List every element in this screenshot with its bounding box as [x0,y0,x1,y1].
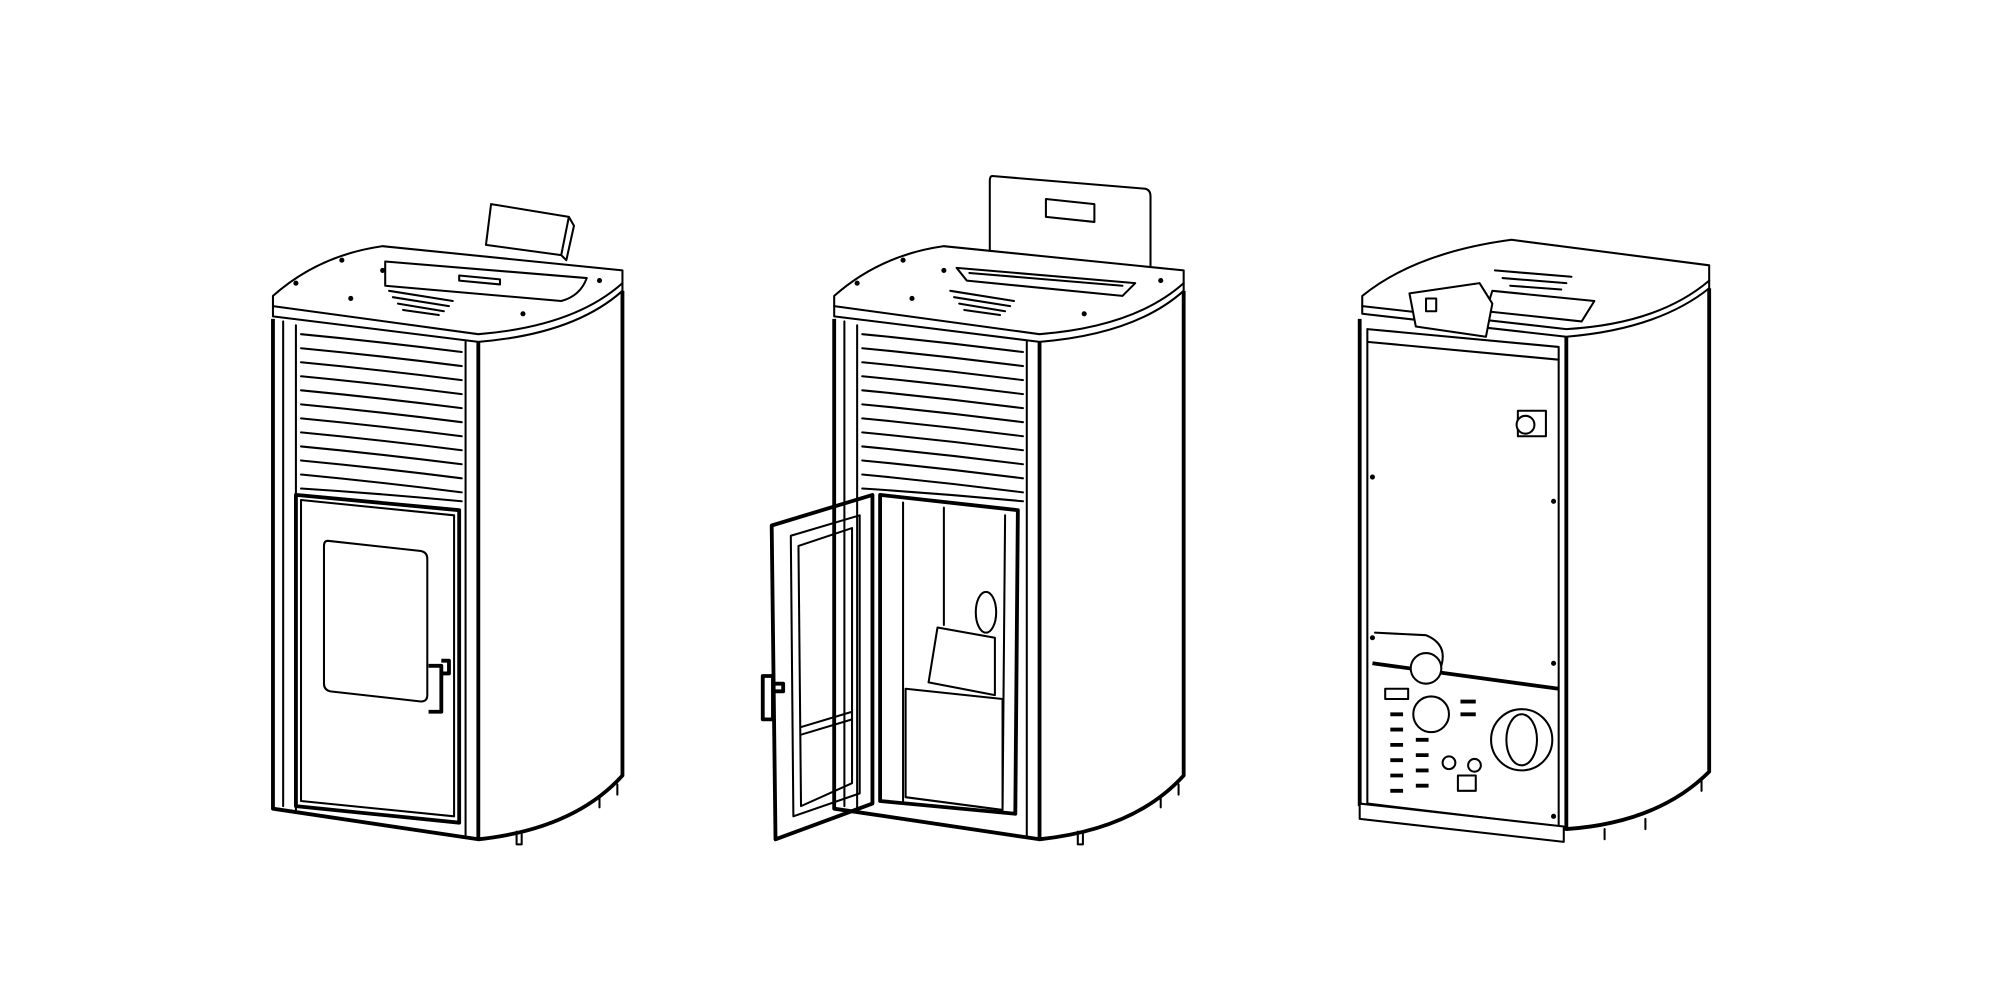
front-louvers [300,333,463,503]
base-plate [1358,802,1565,843]
pellet-hopper-lid [384,260,588,303]
water-connection [1515,414,1536,435]
hopper-opening [955,266,1137,297]
rear-control-box [1408,282,1494,338]
exhaust-port [974,590,998,634]
flue-connector [1412,695,1450,734]
exhaust-outlet [1490,708,1554,772]
firebox [878,492,1020,816]
stove-front-open-view [760,175,1186,847]
front-louvers [861,333,1024,503]
power-socket [1456,774,1477,792]
ash-drawer [904,687,1004,811]
door-handle [760,674,786,722]
air-intake [1409,652,1443,685]
stove-front-closed-view [271,203,625,847]
door-glass [322,539,429,703]
open-door [769,492,875,842]
door-handle [428,658,451,714]
stove-rear-view [1357,238,1712,843]
control-panel [484,203,575,262]
burn-pot [927,626,996,697]
fire-door [294,492,462,825]
